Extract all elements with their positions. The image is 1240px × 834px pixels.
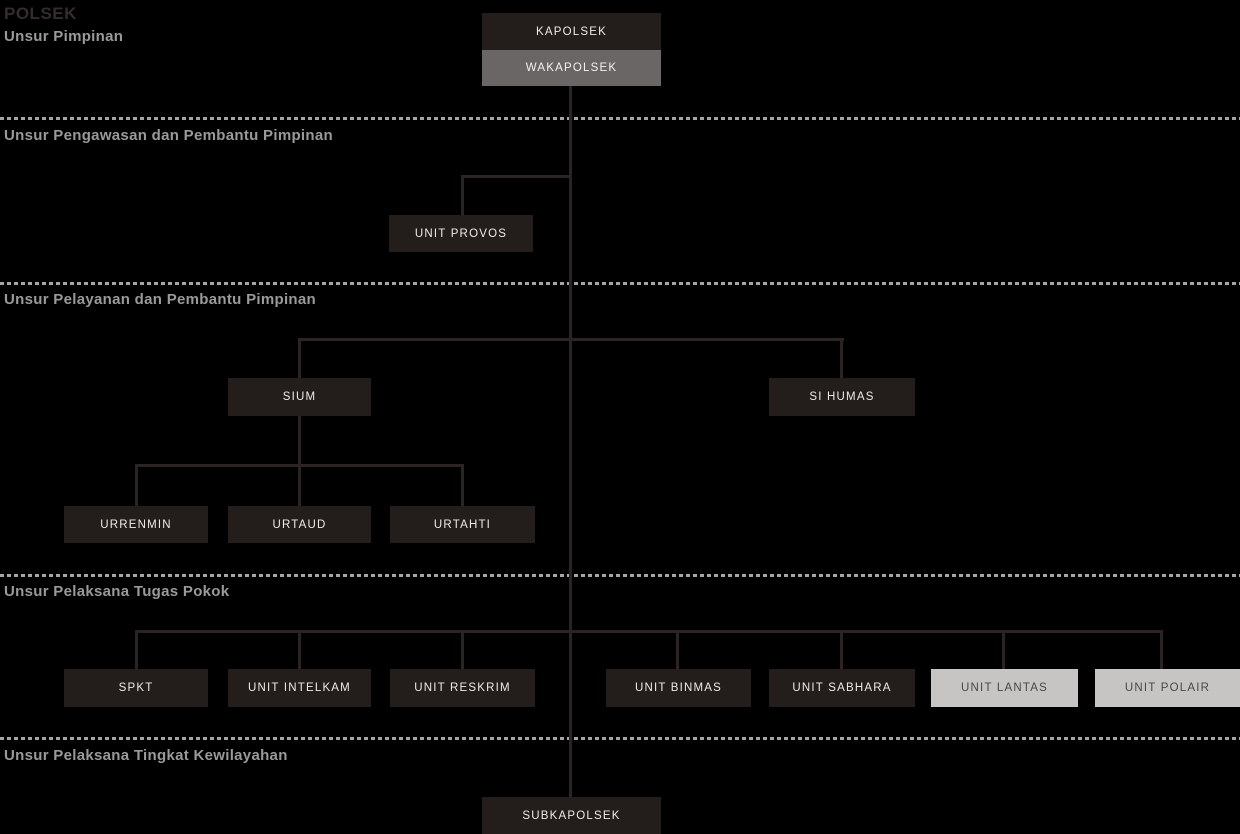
- node-label: URRENMIN: [100, 518, 172, 531]
- connector-row-units-horizontal: [135, 630, 1163, 633]
- connector-sihumas-drop: [840, 338, 843, 378]
- node-unit-binmas: UNIT BINMAS: [606, 669, 751, 707]
- section-header-unsur-pelayanan: Unsur Pelayanan dan Pembantu Pimpinan: [4, 291, 317, 308]
- section-divider: [0, 737, 1240, 740]
- node-label: UNIT BINMAS: [634, 682, 723, 694]
- section-divider: [0, 282, 1240, 285]
- section-divider: [0, 574, 1240, 577]
- section-header-unsur-pelaksana-kewilayahan: Unsur Pelaksana Tingkat Kewilayahan: [4, 747, 288, 764]
- connector-row-sium-humas: [298, 338, 844, 341]
- connector-spkt-drop: [135, 630, 138, 670]
- connector-sium-drop: [298, 338, 301, 379]
- connector-main-vertical: [569, 86, 572, 798]
- connector-polair-drop: [1160, 630, 1163, 670]
- node-label: UNIT POLAIR: [1124, 682, 1211, 694]
- node-label: KAPOLSEK: [536, 25, 607, 38]
- node-label: SUBKAPOLSEK: [522, 809, 621, 822]
- connector-sabhara-drop: [840, 630, 843, 670]
- connector-urtahti-drop: [461, 464, 464, 507]
- connector-urrenmin-drop: [135, 464, 138, 507]
- node-wakapolsek: WAKAPOLSEK: [482, 50, 661, 86]
- node-label: WAKAPOLSEK: [525, 62, 618, 74]
- connector-lantas-drop: [1002, 630, 1005, 670]
- node-subkapolsek: SUBKAPOLSEK: [482, 797, 661, 834]
- node-label: UNIT PROVOS: [414, 227, 508, 240]
- connector-provos-horizontal: [461, 175, 572, 178]
- connector-sium-children-vertical: [298, 416, 301, 507]
- node-urtaud: URTAUD: [228, 506, 371, 543]
- node-unit-reskrim: UNIT RESKRIM: [390, 669, 535, 707]
- node-label: UNIT INTELKAM: [248, 682, 351, 694]
- node-si-humas: SI HUMAS: [769, 378, 915, 416]
- node-unit-provos: UNIT PROVOS: [389, 215, 533, 252]
- node-label: UNIT RESKRIM: [414, 682, 511, 694]
- section-header-unsur-pengawasan: Unsur Pengawasan dan Pembantu Pimpinan: [4, 127, 333, 144]
- connector-intelkam-drop: [298, 630, 301, 670]
- node-label: URTAHTI: [433, 518, 492, 531]
- node-sium: SIUM: [228, 378, 371, 416]
- node-label: UNIT LANTAS: [961, 682, 1048, 694]
- node-unit-sabhara: UNIT SABHARA: [769, 669, 915, 707]
- section-divider: [0, 117, 1240, 120]
- section-header-unsur-pimpinan: Unsur Pimpinan: [4, 28, 124, 45]
- node-spkt: SPKT: [64, 669, 208, 707]
- node-label: UNIT SABHARA: [792, 682, 892, 694]
- connector-provos-drop: [461, 175, 464, 216]
- node-unit-polair: UNIT POLAIR: [1095, 669, 1240, 707]
- node-urrenmin: URRENMIN: [64, 506, 208, 543]
- connector-row-ur-horizontal: [135, 464, 464, 467]
- page-title: POLSEK: [4, 4, 77, 23]
- node-unit-intelkam: UNIT INTELKAM: [228, 669, 371, 707]
- connector-binmas-drop: [676, 630, 679, 670]
- connector-reskrim-drop: [461, 630, 464, 670]
- node-unit-lantas: UNIT LANTAS: [931, 669, 1078, 707]
- node-label: SIUM: [282, 391, 317, 403]
- node-label: SI HUMAS: [809, 391, 875, 403]
- node-label: URTAUD: [272, 518, 327, 531]
- node-label: SPKT: [118, 682, 154, 694]
- node-kapolsek: KAPOLSEK: [482, 13, 661, 50]
- node-urtahti: URTAHTI: [390, 506, 535, 543]
- section-header-unsur-pelaksana-tugas-pokok: Unsur Pelaksana Tugas Pokok: [4, 583, 230, 600]
